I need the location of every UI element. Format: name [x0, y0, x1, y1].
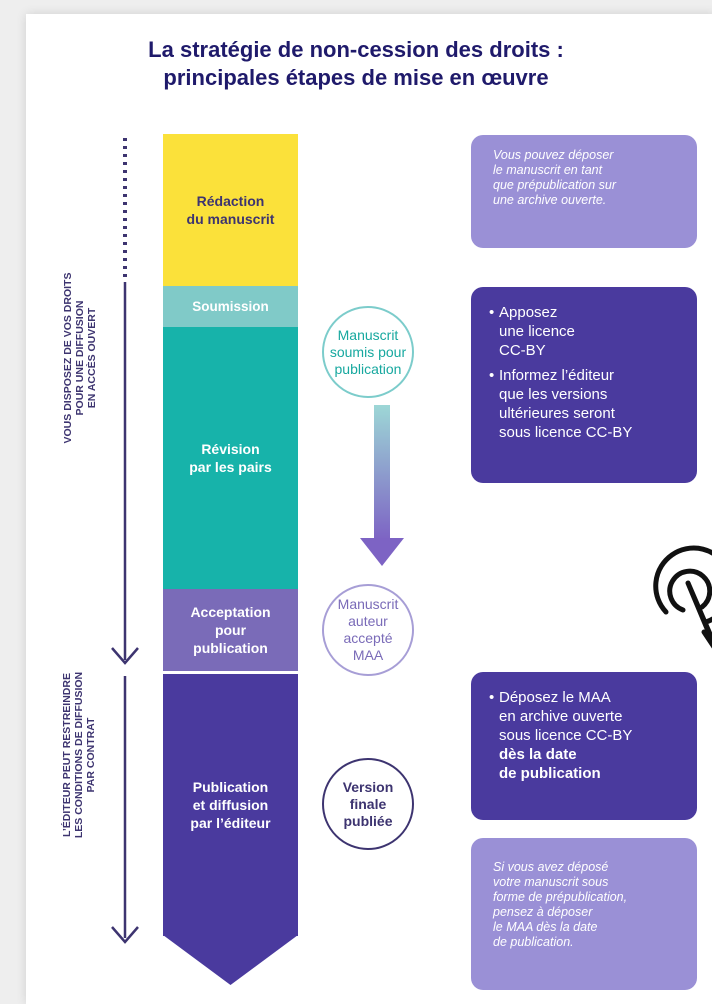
stage-publication: Publication et diffusion par l’éditeur	[163, 674, 298, 936]
stage-soumission: Soumission	[163, 286, 298, 327]
circle-submitted-manuscript: Manuscrit soumis pour publication	[322, 306, 414, 398]
deposit-action-item: Déposez le MAA en archive ouverte sous l…	[489, 688, 683, 783]
connector-arrowhead	[360, 538, 404, 566]
timeline-arrowhead-1	[111, 647, 139, 665]
licence-action-item-1: Apposez une licence CC-BY	[489, 303, 683, 360]
page-title: La stratégie de non-cession des droits :…	[26, 36, 686, 92]
title-line-1: La stratégie de non-cession des droits :	[148, 37, 564, 62]
stage-redaction: Rédaction du manuscrit	[163, 134, 298, 286]
licence-action-item-2: Informez l’éditeur que les versions ulté…	[489, 366, 683, 442]
box-licence-actions: Apposez une licence CC-BY Informez l’édi…	[471, 287, 697, 483]
box-deposit-action: Déposez le MAA en archive ouverte sous l…	[471, 672, 697, 820]
circle-accepted-manuscript: Manuscrit auteur accepté MAA	[322, 584, 414, 676]
click-cursor-icon	[653, 545, 712, 649]
stage-revision: Révision par les pairs	[163, 327, 298, 589]
stage-acceptation: Acceptation pour publication	[163, 589, 298, 671]
box-preprint-info: Vous pouvez déposer le manuscrit en tant…	[471, 135, 697, 248]
side-label-publisher: L’ÉDITEUR PEUT RESTREINDRE LES CONDITION…	[61, 671, 97, 839]
title-line-2: principales étapes de mise en œuvre	[163, 65, 549, 90]
side-label-rights: VOUS DISPOSEZ DE VOS DROITS POUR UNE DIF…	[62, 272, 98, 444]
publication-chevron	[163, 935, 298, 985]
progress-connector	[374, 405, 390, 540]
circle-final-version: Version finale publiée	[322, 758, 414, 850]
timeline-arrowhead-2	[111, 926, 139, 944]
box-preprint-note: Si vous avez déposé votre manuscrit sous…	[471, 838, 697, 990]
